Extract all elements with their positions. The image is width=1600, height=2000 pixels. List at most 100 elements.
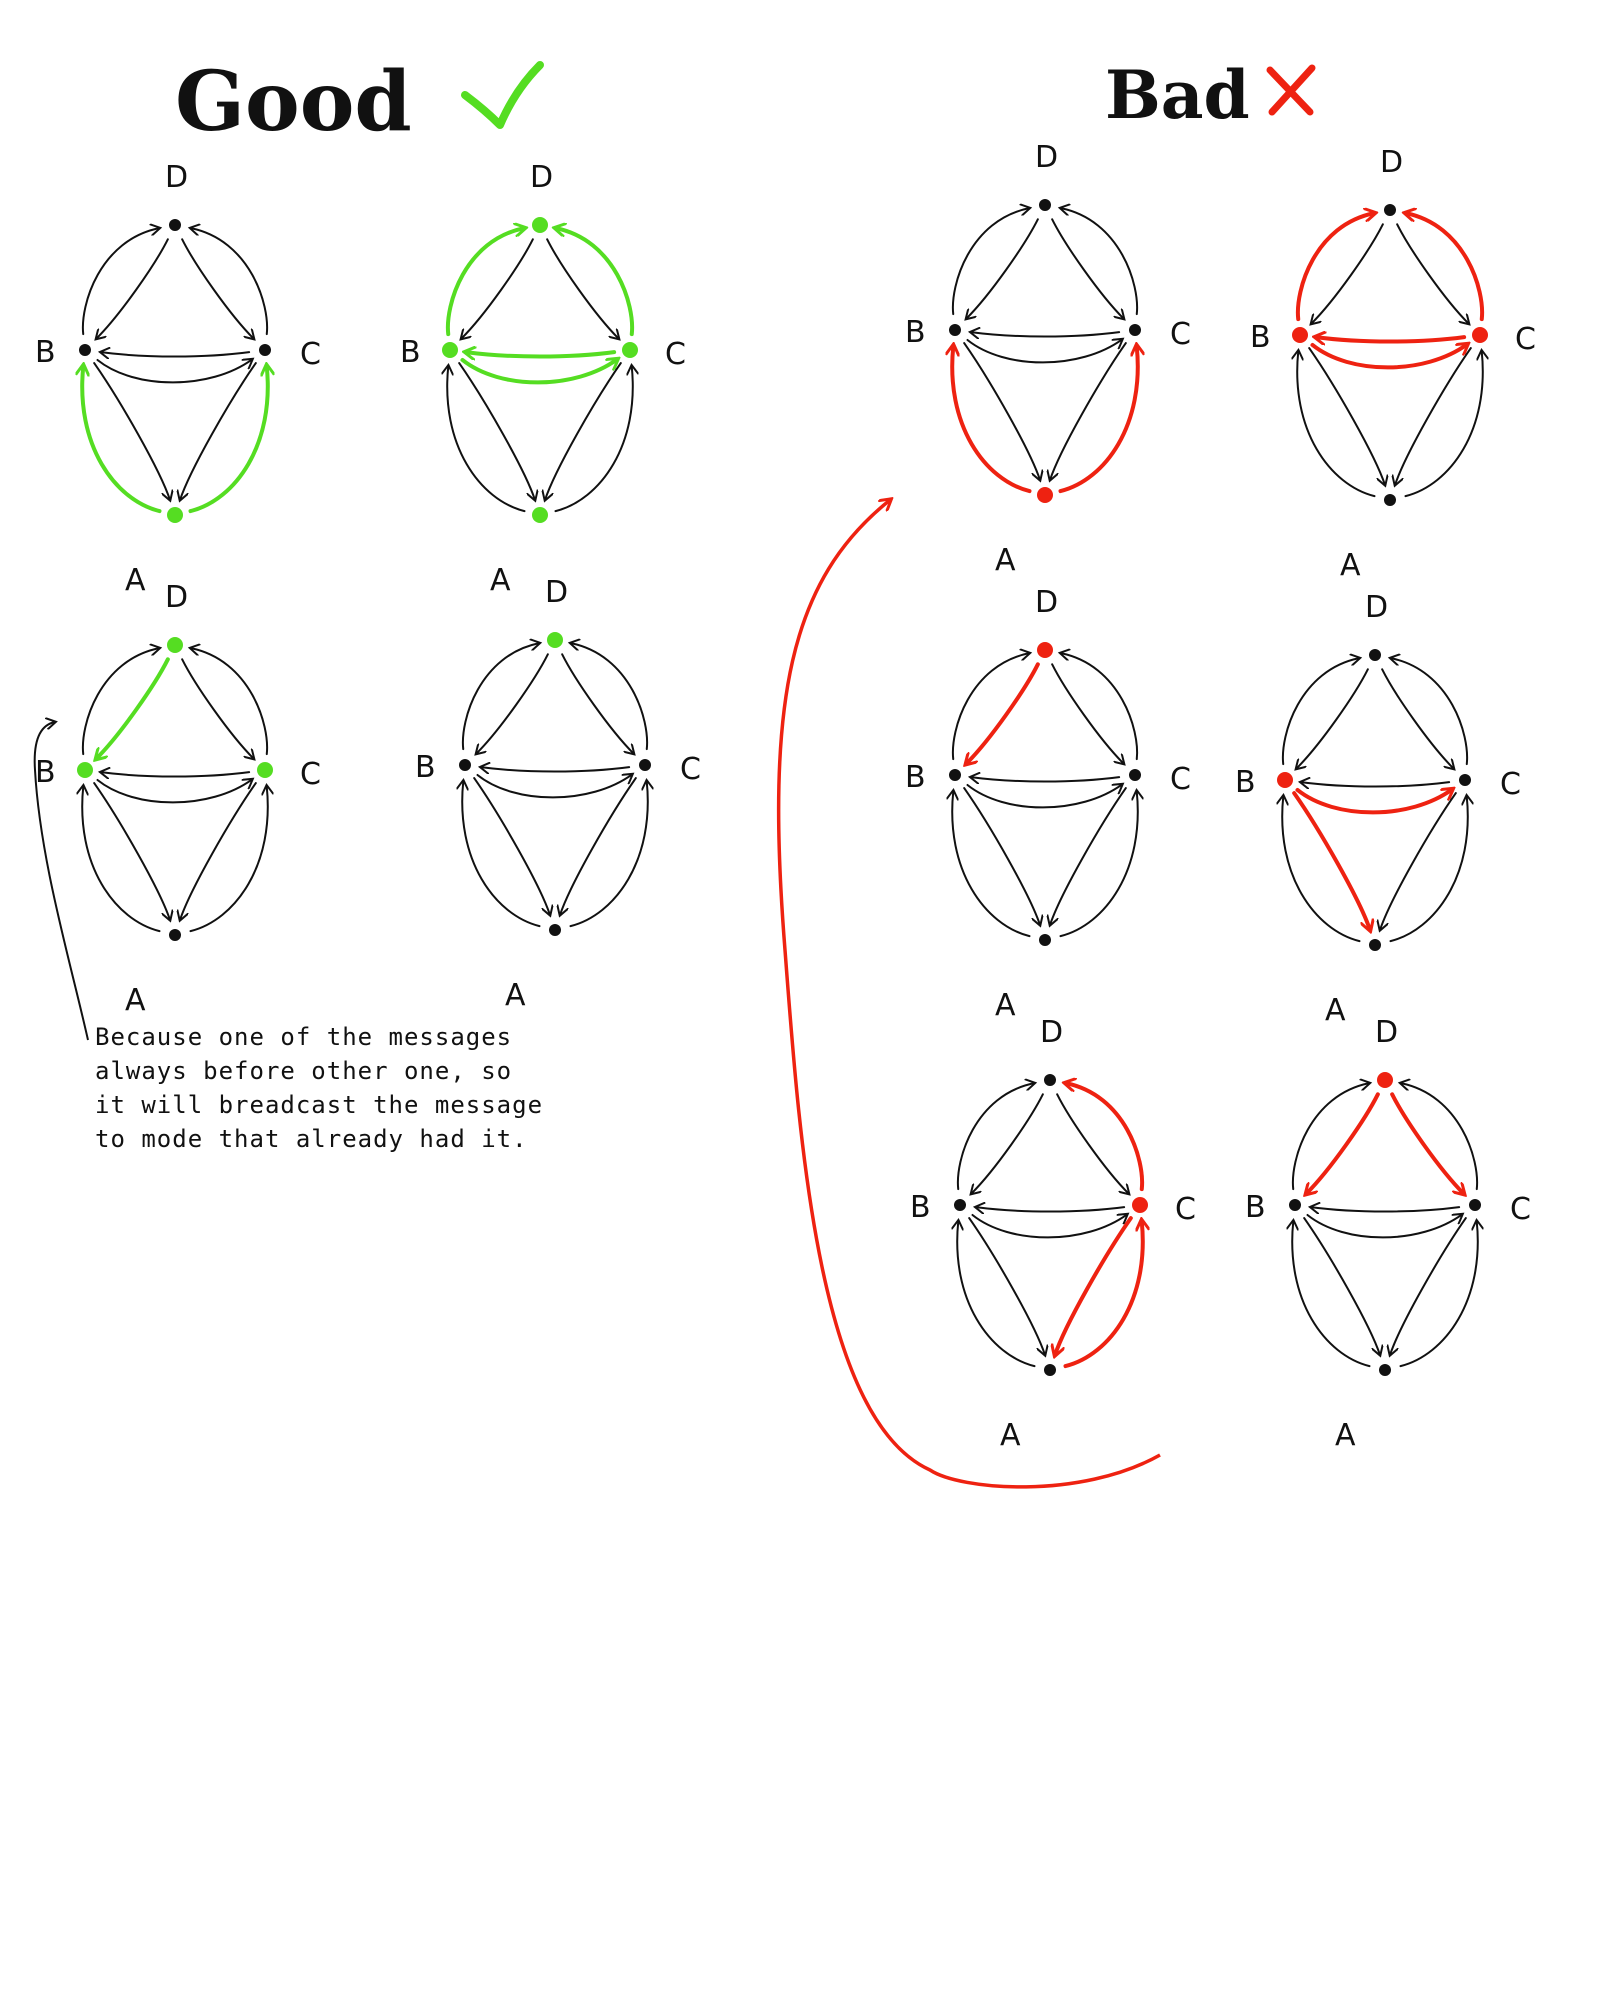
edge-arrow-c-b bbox=[976, 1207, 1126, 1211]
node-label-a: A bbox=[1340, 548, 1361, 583]
node-a bbox=[1384, 494, 1396, 506]
explanation-note: Because one of the messages always befor… bbox=[95, 1020, 615, 1156]
edge-arrow-c-b bbox=[971, 777, 1121, 781]
node-c bbox=[1132, 1197, 1148, 1213]
edge-arrow-d-c bbox=[561, 653, 634, 753]
edge-arrow-b-d bbox=[956, 1083, 1034, 1191]
edge-arrow-b-a bbox=[458, 362, 535, 500]
node-c bbox=[639, 759, 651, 771]
edge-arrow-b-c bbox=[460, 359, 617, 385]
edge-arrow-a-c bbox=[569, 781, 648, 928]
node-label-d: D bbox=[165, 580, 188, 615]
node-c bbox=[1129, 769, 1141, 781]
node-a bbox=[549, 924, 561, 936]
edge-arrow-b-c bbox=[96, 779, 252, 804]
edge-arrow-d-c bbox=[1051, 218, 1124, 318]
edge-arrow-c-b bbox=[1316, 337, 1467, 341]
edge-arrow-a-b bbox=[1282, 796, 1361, 943]
node-b bbox=[949, 324, 961, 336]
edge-arrow-b-d bbox=[1291, 1083, 1369, 1191]
loop-back-arrow bbox=[776, 500, 1161, 1489]
node-label-b: B bbox=[400, 335, 421, 370]
edge-arrow-b-a bbox=[93, 782, 170, 920]
edge-arrow-b-d bbox=[81, 228, 159, 336]
edge-arrow-c-d bbox=[191, 228, 269, 336]
edge-arrow-a-c bbox=[554, 366, 633, 513]
edge-arrow-d-b bbox=[1311, 223, 1384, 323]
node-b bbox=[954, 1199, 966, 1211]
edge-arrow-c-b bbox=[971, 332, 1121, 336]
node-label-c: C bbox=[300, 757, 321, 792]
edge-arrow-a-b bbox=[447, 366, 526, 513]
edge-arrow-b-d bbox=[951, 208, 1029, 316]
node-a bbox=[1044, 1364, 1056, 1376]
edge-arrow-c-a bbox=[180, 782, 257, 920]
node-a bbox=[1379, 1364, 1391, 1376]
node-label-c: C bbox=[1510, 1192, 1531, 1227]
edge-arrow-d-c bbox=[181, 658, 254, 758]
node-label-d: D bbox=[1040, 1015, 1063, 1050]
edge-arrow-b-a bbox=[93, 362, 170, 500]
edge-arrow-c-d bbox=[1406, 213, 1485, 322]
edge-arrow-b-a bbox=[968, 1217, 1045, 1355]
edge-arrow-c-a bbox=[1395, 347, 1472, 485]
edge-arrow-d-b bbox=[461, 238, 534, 338]
edge-arrow-d-c bbox=[1056, 1093, 1129, 1193]
node-b bbox=[1277, 772, 1293, 788]
edge-arrow-d-c bbox=[546, 238, 619, 338]
edge-arrow-c-d bbox=[1401, 1083, 1479, 1191]
node-c bbox=[259, 344, 271, 356]
edge-arrow-b-d bbox=[445, 228, 524, 337]
node-b bbox=[79, 344, 91, 356]
check-mark-icon bbox=[461, 61, 544, 129]
node-label-c: C bbox=[1175, 1192, 1196, 1227]
edge-arrow-a-b bbox=[82, 786, 161, 933]
edge-arrow-c-d bbox=[191, 648, 269, 756]
node-label-d: D bbox=[1375, 1015, 1398, 1050]
node-a bbox=[532, 507, 548, 523]
edge-arrow-d-c bbox=[1381, 668, 1454, 768]
node-d bbox=[1377, 1072, 1393, 1088]
node-d bbox=[167, 637, 183, 653]
edge-arrow-b-d bbox=[1281, 658, 1359, 766]
node-label-a: A bbox=[1000, 1418, 1021, 1453]
node-label-c: C bbox=[1515, 322, 1536, 357]
node-label-a: A bbox=[125, 983, 146, 1018]
node-label-c: C bbox=[1170, 317, 1191, 352]
node-label-d: D bbox=[1035, 140, 1058, 175]
node-a bbox=[1369, 939, 1381, 951]
node-d bbox=[1369, 649, 1381, 661]
edge-arrow-d-c bbox=[181, 238, 254, 338]
node-label-b: B bbox=[1250, 320, 1271, 355]
edge-arrow-c-a bbox=[560, 777, 637, 915]
edge-arrow-d-b bbox=[96, 238, 169, 338]
node-label-c: C bbox=[680, 752, 701, 787]
node-label-d: D bbox=[165, 160, 188, 195]
node-label-a: A bbox=[995, 543, 1016, 578]
edge-arrow-a-b bbox=[1297, 351, 1376, 498]
edge-arrow-d-b bbox=[476, 653, 549, 753]
edge-arrow-c-a bbox=[545, 362, 622, 500]
node-d bbox=[547, 632, 563, 648]
edge-arrow-d-b bbox=[1296, 668, 1369, 768]
node-c bbox=[1459, 774, 1471, 786]
edge-arrow-c-d bbox=[1061, 653, 1139, 761]
node-d bbox=[1044, 1074, 1056, 1086]
node-label-d: D bbox=[1035, 585, 1058, 620]
edge-arrow-c-b bbox=[481, 767, 631, 771]
node-label-b: B bbox=[415, 750, 436, 785]
edge-arrow-c-d bbox=[556, 228, 635, 337]
node-b bbox=[1289, 1199, 1301, 1211]
node-d bbox=[1037, 642, 1053, 658]
edge-arrow-a-c bbox=[1063, 1221, 1143, 1369]
node-a bbox=[1037, 487, 1053, 503]
edge-arrow-c-a bbox=[1380, 792, 1457, 930]
edge-arrow-c-a bbox=[1055, 1216, 1133, 1355]
note-line: always before other one, so bbox=[95, 1057, 513, 1085]
edge-arrow-b-c bbox=[1295, 789, 1452, 815]
